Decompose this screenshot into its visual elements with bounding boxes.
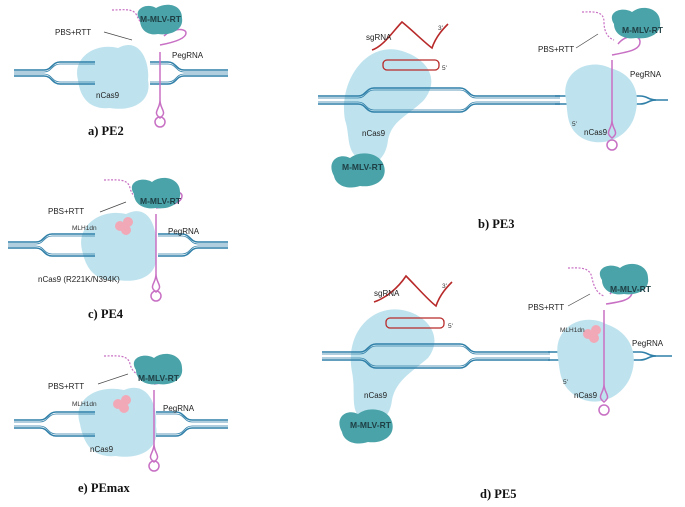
pbs-rtt-strand (103, 179, 147, 203)
cas9-blob-2 (565, 64, 637, 143)
pegrna (606, 35, 641, 151)
rt-label-2: M-MLV-RT (350, 420, 392, 430)
mlh1dn-label: MLH1dn (72, 401, 97, 408)
pegrna-label: PegRNA (163, 404, 195, 413)
mlh1dn-protein (583, 325, 601, 343)
rt-blob-2 (339, 409, 393, 444)
cas9-blob (343, 49, 432, 164)
cas9-blob-2 (557, 319, 634, 402)
pegrna (154, 28, 187, 128)
dna-duplex (322, 343, 672, 369)
cas9-blob (81, 211, 157, 281)
mlh1dn-protein (115, 217, 133, 235)
panel-pemax: PBS+RTT M-MLV-RT MLH1dn PegRNA nCas9 e) … (14, 353, 228, 495)
rt-label: M-MLV-RT (138, 373, 180, 383)
mlh1dn-label: MLH1dn (72, 225, 97, 232)
cas-label: nCas9 (R221K/N394K) (38, 275, 120, 284)
sgrna-stem (385, 317, 445, 329)
panel-caption: d) PE5 (480, 487, 516, 501)
three-prime-label: 3' (442, 283, 447, 290)
cas-label: nCas9 (574, 391, 598, 400)
pbs-rtt-strand (581, 11, 615, 41)
sgrna-stem (382, 59, 440, 71)
pbs-rtt-strand (103, 355, 147, 379)
five-prime-label: 5' (572, 121, 577, 128)
five-prime-label: 5' (442, 65, 447, 72)
pbs-rtt-label: PBS+RTT (48, 382, 84, 391)
rt-label: M-MLV-RT (140, 14, 182, 24)
panel-caption: a) PE2 (88, 124, 124, 138)
pegrna-label: PegRNA (632, 339, 664, 348)
panel-pe5: sgRNA 3' 5' nCas9 M-MLV-RT PBS+RTT M-MLV… (322, 263, 672, 501)
rt-blob-2 (331, 153, 385, 188)
pegrna-label: PegRNA (172, 51, 204, 60)
dna-duplex (14, 61, 228, 85)
mlh1dn-label: MLH1dn (560, 327, 585, 334)
pbs-rtt-label: PBS+RTT (528, 303, 564, 312)
sgrna (373, 274, 453, 308)
pegrna (150, 191, 183, 302)
pbs-pointer (575, 33, 599, 49)
rt-blob (131, 177, 181, 209)
sgrna-label: sgRNA (366, 33, 392, 42)
mlh1dn-protein (113, 395, 131, 413)
dna-duplex (8, 233, 228, 257)
cas-label: nCas9 (584, 128, 608, 137)
rt-blob (133, 353, 183, 385)
pegrna-label: PegRNA (168, 227, 200, 236)
sgrna-label: sgRNA (374, 289, 400, 298)
five-prime-label: 5' (448, 323, 453, 330)
dna-duplex (14, 411, 228, 437)
panel-caption: e) PEmax (78, 481, 130, 495)
cas-label: nCas9 (90, 445, 114, 454)
pbs-rtt-label: PBS+RTT (538, 45, 574, 54)
rt-label-2: M-MLV-RT (342, 162, 384, 172)
rt-blob (137, 4, 183, 35)
rt-blob (611, 7, 661, 39)
rt-blob (599, 263, 649, 295)
pbs-pointer (97, 373, 129, 385)
pbs-pointer (99, 201, 127, 213)
pbs-rtt-label: PBS+RTT (55, 28, 91, 37)
pegrna-label: PegRNA (630, 70, 662, 79)
rt-label: M-MLV-RT (140, 196, 182, 206)
panel-pe2: PBS+RTT M-MLV-RT PegRNA nCas9 a) PE2 (14, 4, 228, 138)
three-prime-label: 3' (438, 25, 443, 32)
five-prime-label: 5' (563, 379, 568, 386)
cas-label-2: nCas9 (364, 391, 388, 400)
pbs-pointer (103, 31, 133, 41)
cas-label: nCas9 (96, 91, 120, 100)
panel-pe4: PBS+RTT M-MLV-RT MLH1dn PegRNA nCas9 (R2… (8, 177, 228, 321)
pbs-rtt-label: PBS+RTT (48, 207, 84, 216)
cas-label-2: nCas9 (362, 129, 386, 138)
rt-label: M-MLV-RT (622, 25, 664, 35)
panel-pe3: sgRNA 3' 5' nCas9 M-MLV-RT PBS+RTT M-MLV… (318, 7, 668, 231)
cas9-blob (78, 387, 157, 457)
cas9-blob (77, 44, 149, 109)
panel-caption: c) PE4 (88, 307, 124, 321)
rt-label: M-MLV-RT (610, 284, 652, 294)
panel-caption: b) PE3 (478, 217, 514, 231)
sgrna (371, 20, 449, 51)
pbs-pointer (567, 293, 591, 307)
pbs-rtt-strand (567, 267, 605, 297)
